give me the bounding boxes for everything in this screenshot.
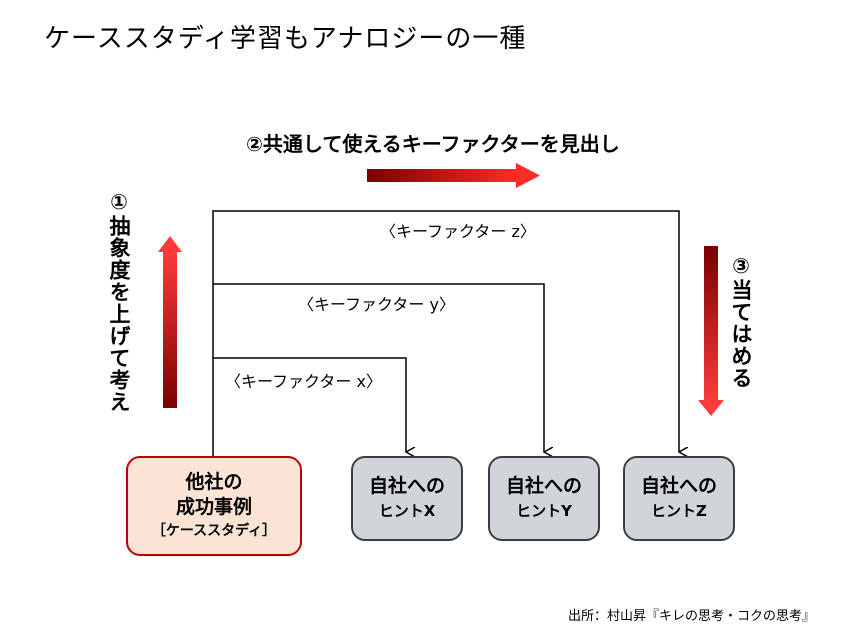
source-citation: 出所：村山昇『キレの思考・コクの思考』 <box>568 609 816 624</box>
case-study-box: 他社の 成功事例 ［ケーススタディ］ <box>126 456 302 556</box>
hint-x-box: 自社への ヒントX <box>351 456 463 541</box>
key-factor-x-label: 〈キーファクター x〉 <box>225 372 382 391</box>
hint-z-line1: 自社への <box>640 475 717 497</box>
hint-y-line1: 自社への <box>505 475 582 497</box>
step1-label: ①抽象度を上げて考え <box>107 190 131 413</box>
hint-y-box: 自社への ヒントY <box>488 456 600 541</box>
abstraction-up-arrow <box>158 236 182 408</box>
hint-x-line2: ヒントX <box>378 502 436 520</box>
keyfactor-right-arrow <box>367 163 540 188</box>
step2-label: ②共通して使えるキーファクターを見出し <box>246 132 620 156</box>
connector-x <box>213 357 406 452</box>
hint-z-line2: ヒントZ <box>651 502 707 520</box>
hint-y-line2: ヒントY <box>516 502 572 520</box>
case-study-line2: 成功事例 <box>175 496 252 518</box>
hint-x-line1: 自社への <box>368 475 445 497</box>
apply-down-arrow <box>698 246 724 416</box>
slide-title: ケーススタディ学習もアナロジーの一種 <box>44 24 527 54</box>
connector-y <box>213 283 544 452</box>
key-factor-y-label: 〈キーファクター y〉 <box>298 295 455 314</box>
case-study-line3: ［ケーススタディ］ <box>151 523 277 539</box>
hint-z-box: 自社への ヒントZ <box>623 456 735 541</box>
key-factor-z-label: 〈キーファクター z〉 <box>380 222 536 241</box>
connector-z <box>212 210 679 456</box>
case-study-line1: 他社の <box>185 471 243 493</box>
step3-label: ③当てはめる <box>729 254 753 389</box>
